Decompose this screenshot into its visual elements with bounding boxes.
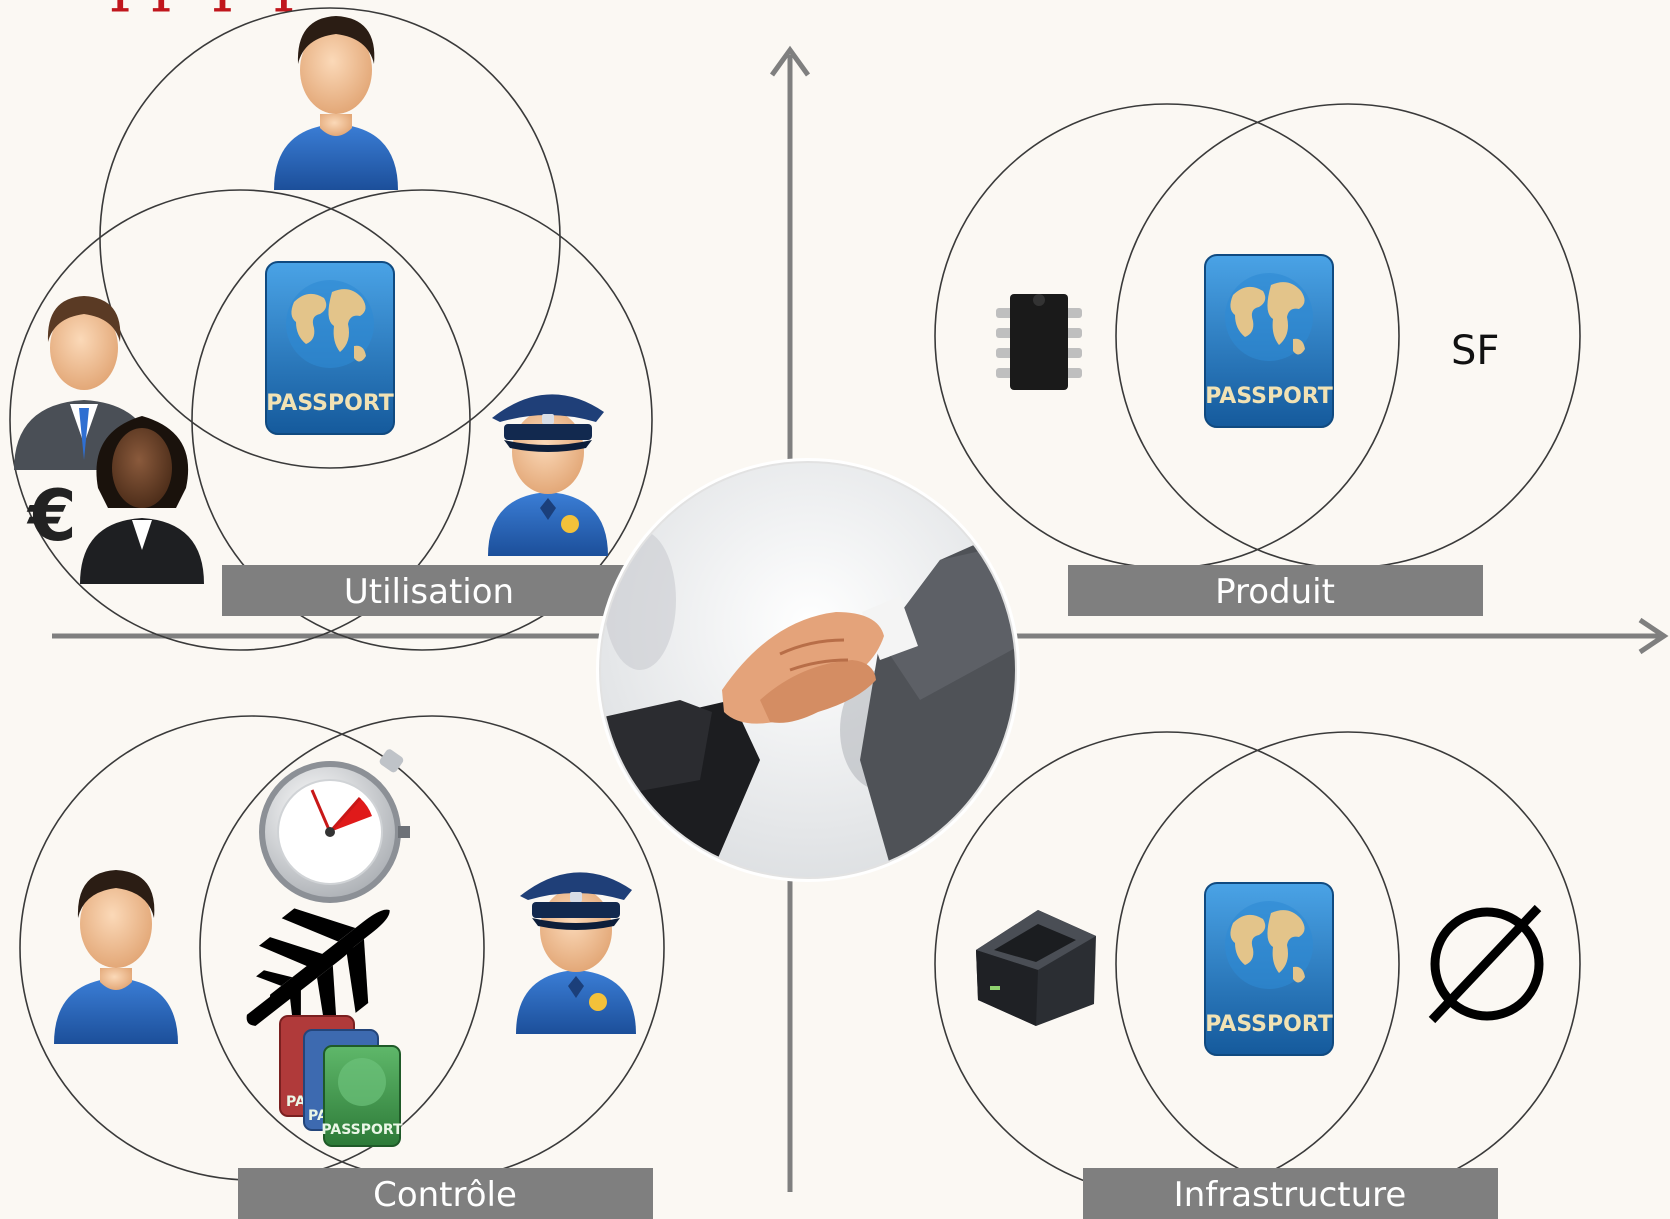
airplane-icon bbox=[246, 937, 357, 1031]
stopwatch-icon bbox=[259, 749, 410, 903]
svg-text:PA: PA bbox=[308, 1108, 328, 1124]
vertical-axis-arrow-head bbox=[769, 45, 811, 77]
svg-text:PA: PA bbox=[286, 1094, 306, 1110]
document-reader-icon bbox=[976, 910, 1096, 1026]
passport-stack-icon: PA PA PASSPORT bbox=[279, 1015, 403, 1147]
svg-text:PASSPORT: PASSPORT bbox=[1205, 384, 1333, 409]
svg-text:PASSPORT: PASSPORT bbox=[1205, 1012, 1333, 1037]
chip-icon bbox=[996, 294, 1082, 390]
utilisation-venn bbox=[9, 7, 653, 651]
user-icon bbox=[54, 870, 178, 1044]
user-icon bbox=[274, 16, 398, 190]
controle-label: Contrôle bbox=[373, 1175, 517, 1215]
quadrant-utilisation: PASSPORT € Utilisation bbox=[9, 7, 653, 651]
quadrant-produit: PASSPORT SF Produit bbox=[934, 103, 1581, 616]
svg-text:PASSPORT: PASSPORT bbox=[266, 391, 394, 416]
svg-text:PASSPORT: PASSPORT bbox=[321, 1122, 403, 1138]
infrastructure-label: Infrastructure bbox=[1174, 1175, 1407, 1215]
title-fragment: pp p p bbox=[110, 0, 315, 14]
utilisation-label-bar bbox=[222, 565, 637, 616]
euro-icon: € bbox=[26, 475, 77, 557]
empty-set-icon: ∅ bbox=[1428, 904, 1544, 1024]
passport-icon: PASSPORT bbox=[1204, 254, 1334, 428]
produit-label: Produit bbox=[1215, 572, 1335, 612]
infrastructure-label-bar bbox=[1083, 1168, 1498, 1219]
quadrant-infrastructure: PASSPORT ∅ Infrastructure bbox=[934, 731, 1581, 1219]
controle-label-bar bbox=[238, 1168, 653, 1219]
utilisation-label: Utilisation bbox=[344, 572, 514, 612]
police-officer-icon bbox=[488, 394, 608, 556]
horizontal-axis-arrow-head bbox=[1638, 617, 1669, 655]
quadrant-controle: PA PA PASSPORT Contrôle bbox=[19, 715, 665, 1219]
police-officer-icon bbox=[516, 872, 636, 1034]
passport-icon: PASSPORT bbox=[265, 261, 395, 435]
produit-label-bar bbox=[1068, 565, 1483, 616]
handshake-image bbox=[596, 458, 1020, 882]
sf-symbol: SF bbox=[1451, 328, 1499, 374]
passport-icon: PASSPORT bbox=[1204, 882, 1334, 1056]
businesswoman-icon bbox=[80, 416, 204, 584]
